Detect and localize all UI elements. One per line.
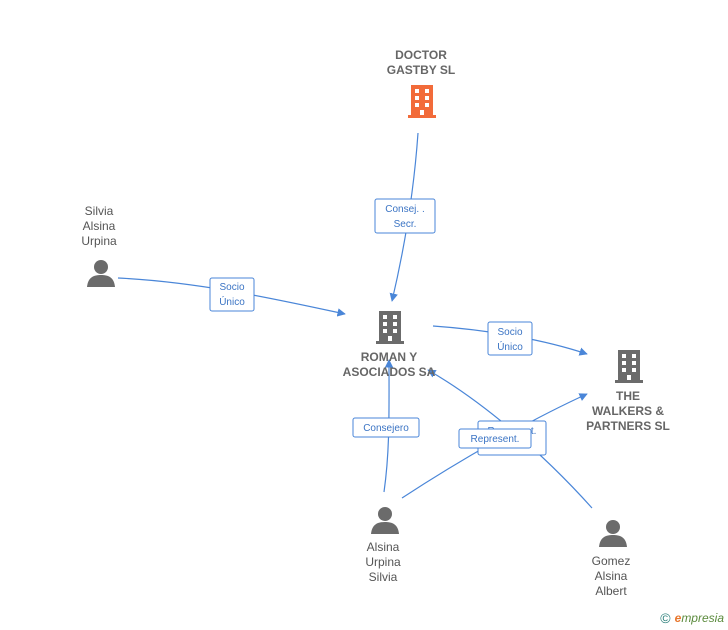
svg-text:Único: Único — [497, 340, 523, 353]
svg-text:ASOCIADOS SA: ASOCIADOS SA — [343, 365, 436, 379]
svg-text:DOCTOR: DOCTOR — [395, 48, 447, 62]
svg-text:Alsina: Alsina — [595, 569, 628, 583]
person-icon — [87, 260, 115, 287]
edge-label-represent-alsina: Represent. — [458, 428, 532, 449]
svg-text:Urpina: Urpina — [81, 234, 117, 248]
node-gomez-alsina-albert[interactable]: Gomez Alsina Albert — [592, 520, 631, 598]
svg-text:Consej. .: Consej. . — [385, 204, 424, 215]
svg-text:PARTNERS SL: PARTNERS SL — [586, 419, 670, 433]
svg-text:Socio: Socio — [219, 282, 244, 293]
svg-text:GASTBY SL: GASTBY SL — [387, 63, 455, 77]
node-roman-asociados[interactable]: ROMAN Y ASOCIADOS SA — [343, 311, 436, 379]
svg-text:Consejero: Consejero — [363, 423, 409, 434]
svg-text:Urpina: Urpina — [365, 555, 401, 569]
building-icon — [408, 85, 436, 118]
footer-brand: © empresia — [660, 610, 724, 626]
svg-text:Socio: Socio — [497, 327, 522, 338]
empresia-logo[interactable]: empresia — [674, 611, 724, 625]
svg-text:Único: Único — [219, 295, 245, 308]
svg-text:Gomez: Gomez — [592, 554, 631, 568]
edge-label-socio-unico-silvia: Socio Único — [209, 277, 255, 312]
building-icon — [376, 311, 404, 344]
svg-text:Alsina: Alsina — [83, 219, 116, 233]
svg-text:Albert: Albert — [595, 584, 627, 598]
edge-label-consejero: Consejero — [352, 417, 420, 438]
edge-label-socio-unico-walkers: Socio Único — [487, 321, 533, 356]
person-icon — [599, 520, 627, 547]
person-icon — [371, 507, 399, 534]
edge-label-consej-secr: Consej. . Secr. — [374, 198, 436, 234]
svg-text:Silvia: Silvia — [369, 570, 398, 584]
copyright-symbol: © — [660, 610, 671, 626]
node-doctor-gastby[interactable]: DOCTOR GASTBY SL — [387, 48, 455, 118]
svg-text:Silvia: Silvia — [85, 204, 114, 218]
node-alsina-urpina-silvia[interactable]: Alsina Urpina Silvia — [365, 507, 401, 584]
svg-text:WALKERS &: WALKERS & — [592, 404, 664, 418]
node-the-walkers-partners[interactable]: THE WALKERS & PARTNERS SL — [586, 350, 670, 433]
svg-text:THE: THE — [616, 389, 640, 403]
svg-text:Alsina: Alsina — [367, 540, 400, 554]
svg-text:Secr.: Secr. — [394, 219, 417, 230]
svg-text:Represent.: Represent. — [471, 434, 520, 445]
building-icon — [615, 350, 643, 383]
node-silvia-alsina-urpina[interactable]: Silvia Alsina Urpina — [81, 204, 117, 287]
svg-text:ROMAN Y: ROMAN Y — [361, 350, 417, 364]
